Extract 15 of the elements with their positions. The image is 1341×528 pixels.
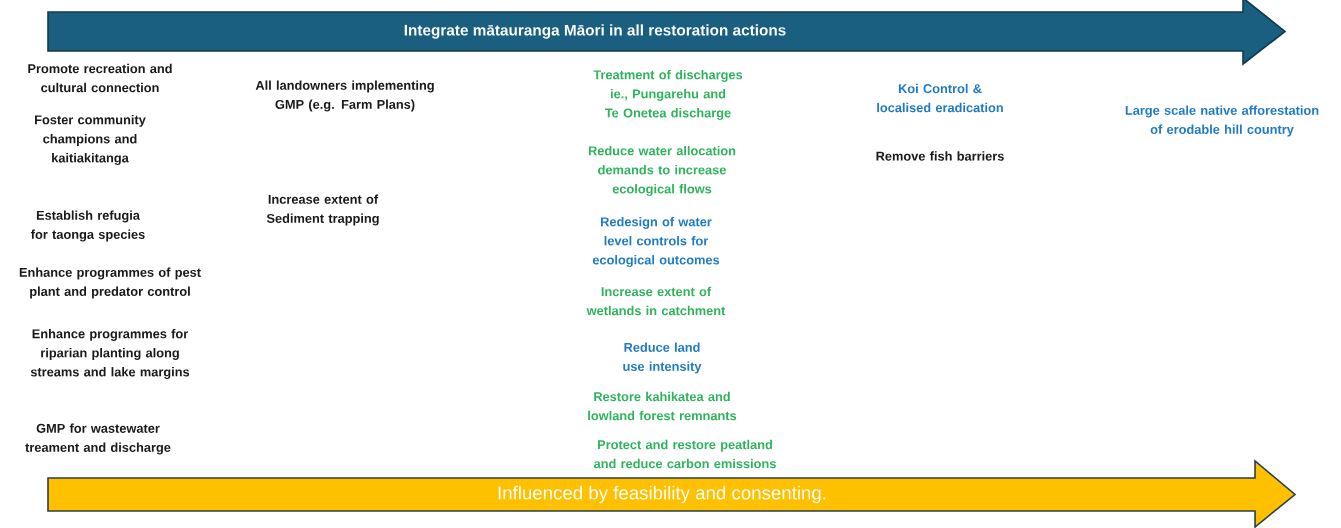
action-text: Restore kahikatea and lowland forest remnants [588, 391, 737, 421]
action-text: Increase extent of wetlands in catchment [586, 286, 726, 316]
action-text: Increase extent of Sediment trapping [266, 194, 379, 226]
action-text: Enhance programmes of pest plant and predator control [19, 267, 201, 299]
action-text: Remove fish barriers [876, 151, 1004, 161]
action-text: Large scale native afforestation of erodable hill country [1125, 105, 1319, 137]
action-text: Redesign of water level controls for ecological outcomes [592, 216, 720, 268]
action-text: All landowners implementing GMP (e.g. Farm Plans) [255, 80, 434, 112]
action-text: Promote recreation and cultural connection [28, 63, 172, 93]
action-text: Enhance programmes for riparian planting along streams and lake margins [30, 328, 190, 380]
action-text: Establish refugia for taonga species [30, 210, 145, 242]
action-text: Koi Control & localised eradication [877, 83, 1003, 113]
action-text: Reduce land use intensity [623, 342, 702, 374]
action-text: Foster community champions and kaitiakitanga [35, 114, 146, 166]
action-text: Reduce water allocation demands to increase ecological flows [588, 145, 736, 197]
